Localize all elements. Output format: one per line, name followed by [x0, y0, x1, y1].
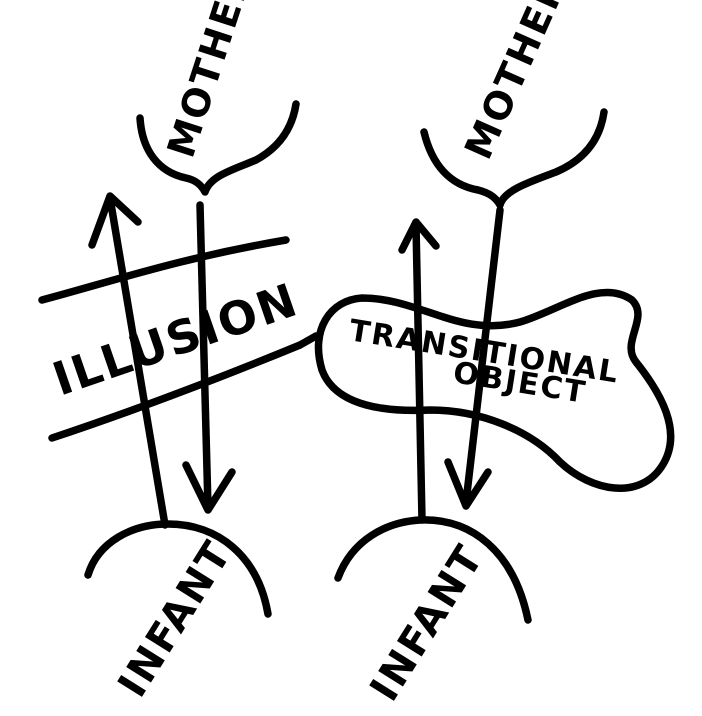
right-mother-cup	[420, 108, 608, 209]
right-mother-down-arrow	[444, 206, 504, 510]
left-infant-arc	[84, 520, 272, 618]
left-mother-cup	[136, 100, 300, 196]
right-infant-arc	[334, 516, 532, 624]
left-mother-label: MOTHER	[159, 0, 261, 163]
right-infant-up-arrow	[398, 218, 440, 524]
right-infant-label: INFANT	[361, 537, 493, 710]
left-illusion-top-line	[38, 236, 290, 304]
left-illusion-bottom-line	[48, 341, 304, 442]
left-panel: MOTHER ILLUSION INFANT	[38, 0, 305, 706]
right-mother-label: MOTHER	[456, 0, 576, 166]
left-illusion-label: ILLUSION	[46, 272, 305, 406]
left-infant-label: INFANT	[109, 533, 241, 706]
left-infant-up-arrow	[88, 192, 169, 529]
connector-line	[296, 332, 320, 349]
right-panel: MOTHER TRANSITIONAL OBJECT INFANT	[296, 0, 675, 710]
transitional-object-blob	[314, 288, 675, 492]
